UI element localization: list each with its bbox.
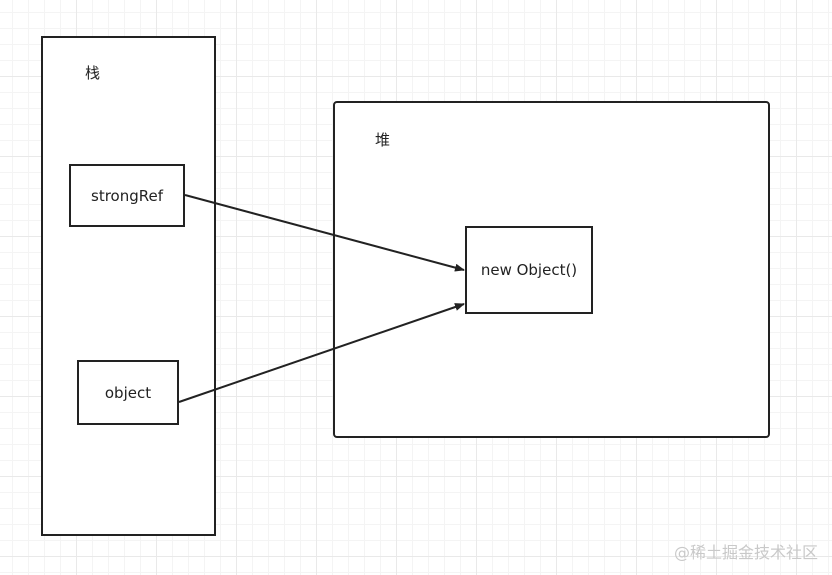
strongref-label: strongRef: [91, 186, 163, 205]
watermark-text: @稀土掘金技术社区: [673, 543, 818, 562]
new-object-node: new Object(): [465, 226, 593, 314]
stack-title: 栈: [85, 64, 101, 82]
stack-region: [41, 36, 216, 536]
object-label: object: [104, 383, 152, 402]
new-object-label: new Object(): [480, 261, 578, 279]
heap-title: 堆: [375, 131, 391, 149]
strongref-node: strongRef: [69, 164, 185, 227]
object-node: object: [77, 360, 179, 425]
